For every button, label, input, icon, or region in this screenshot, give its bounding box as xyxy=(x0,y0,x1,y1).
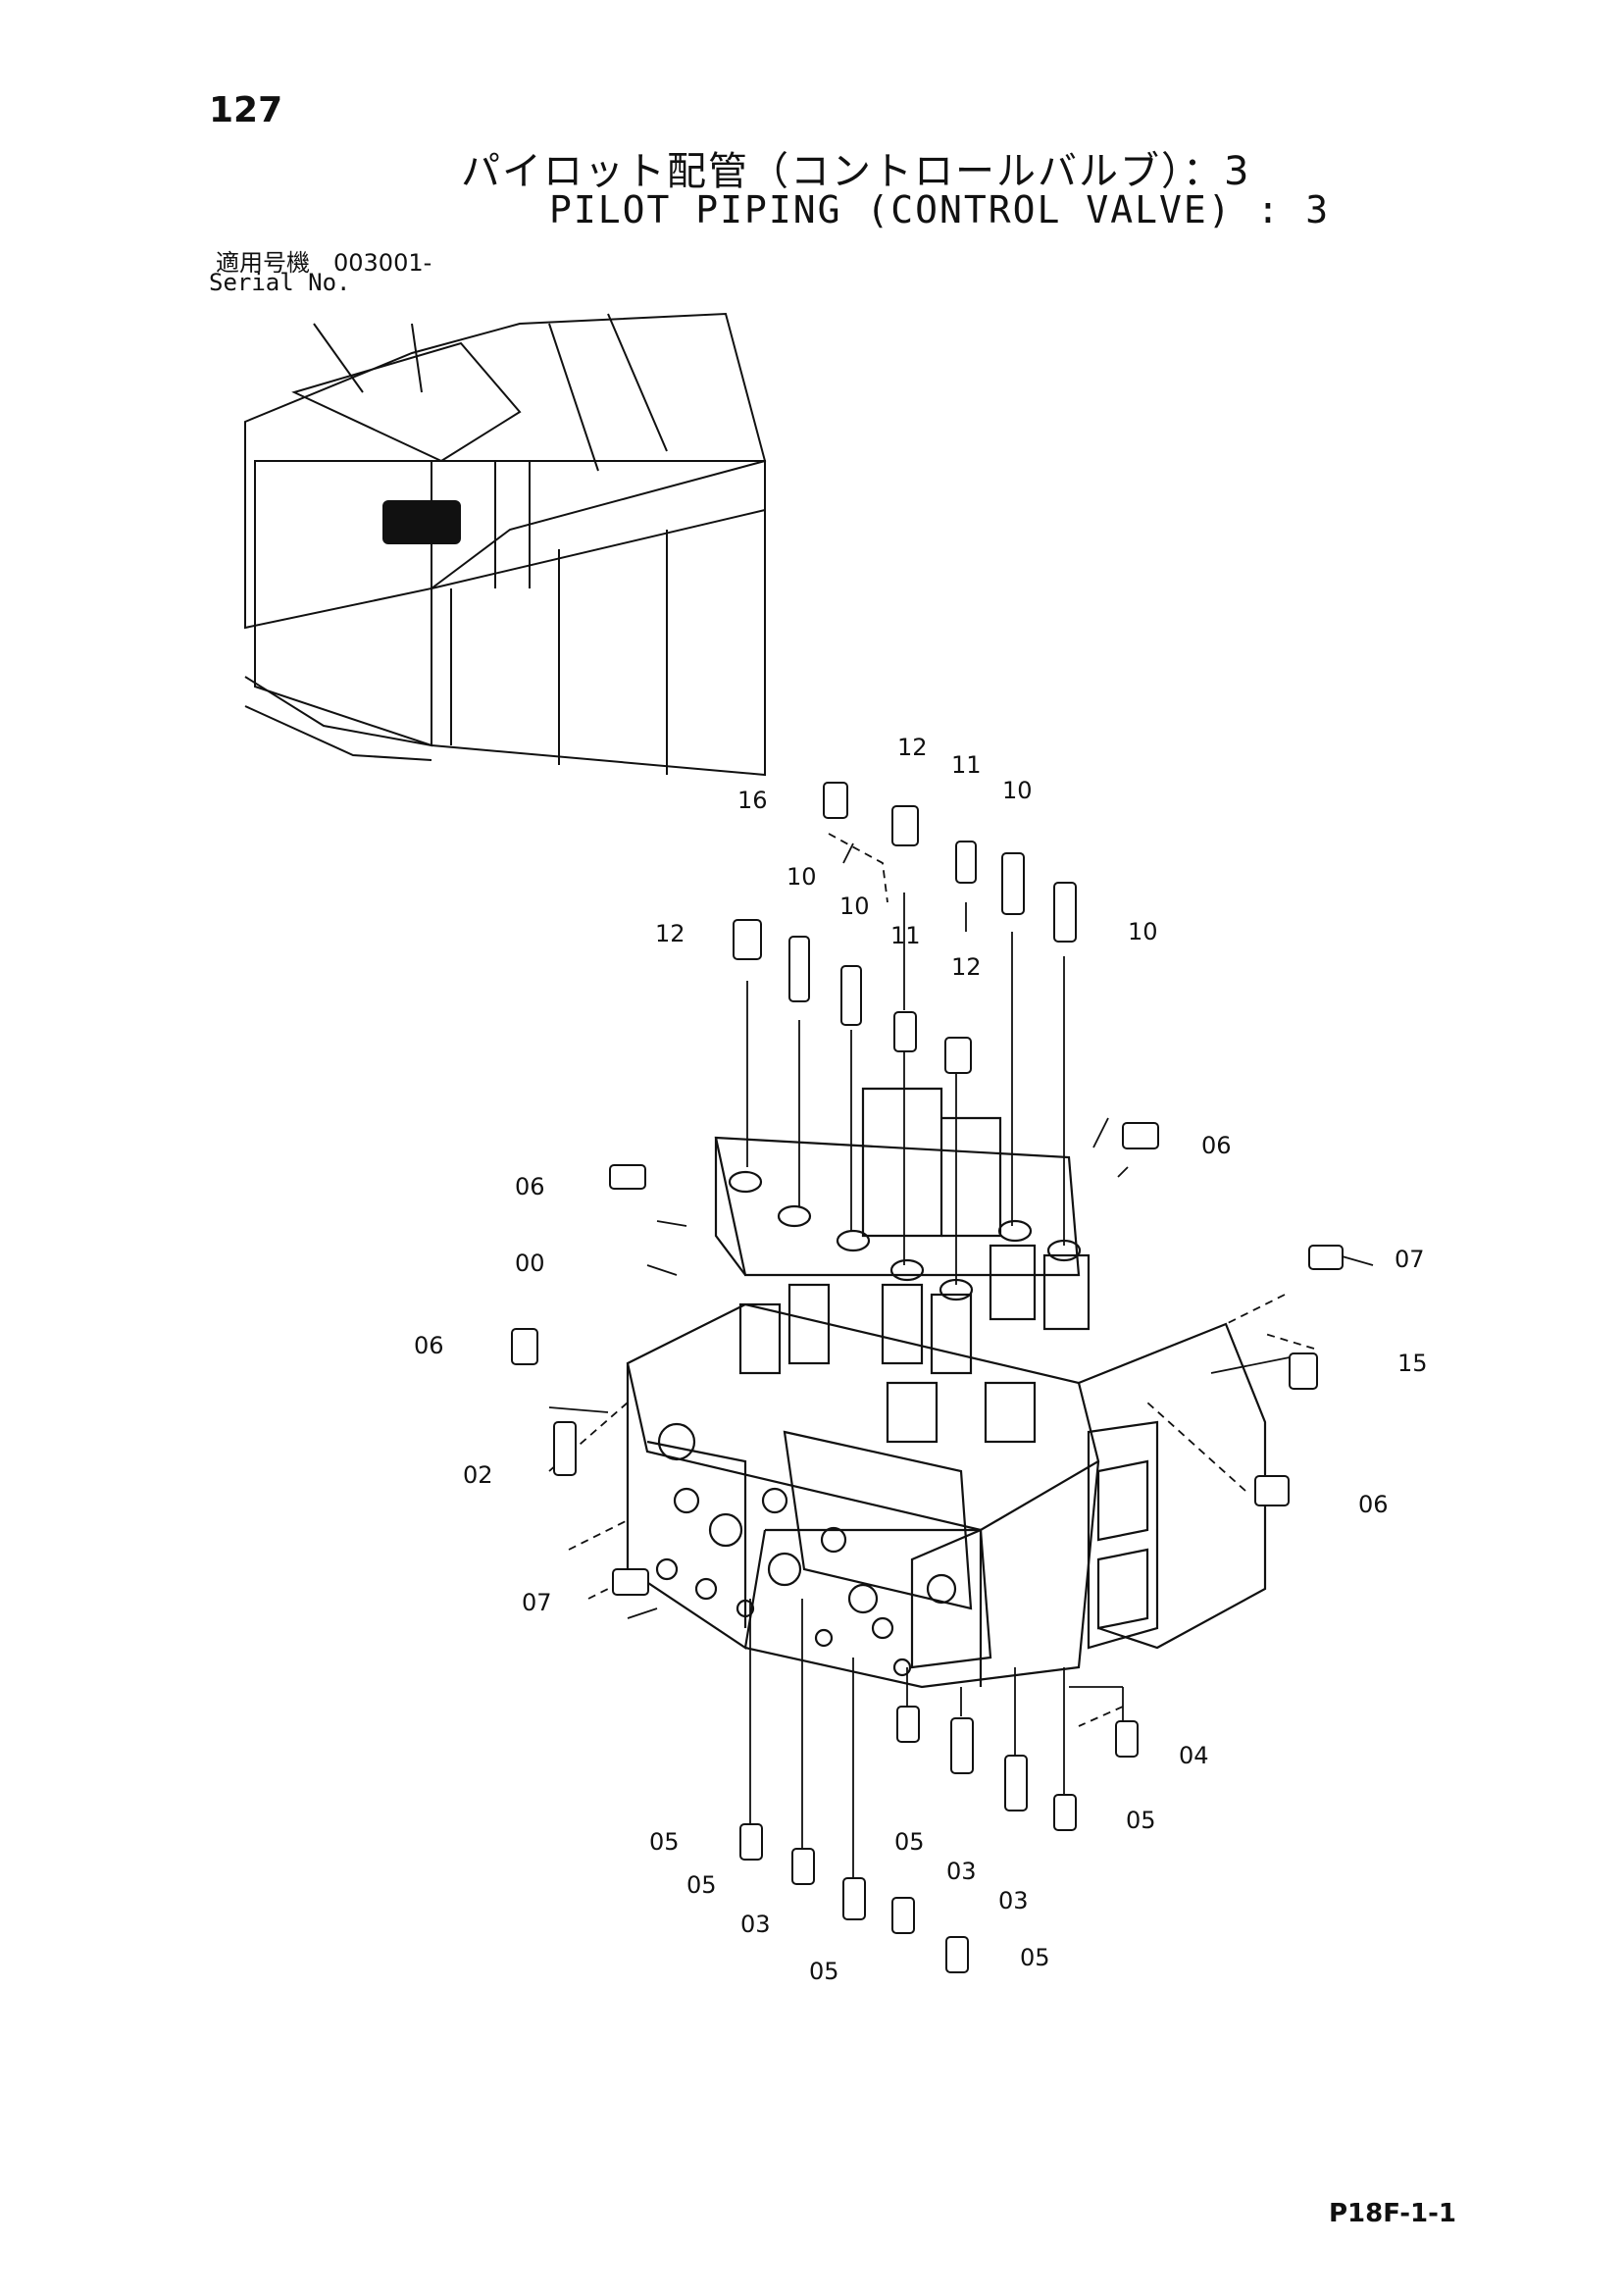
serial-label-english: Serial No. xyxy=(209,269,351,296)
callout-label: 11 xyxy=(951,751,982,779)
callout-label: 06 xyxy=(515,1173,545,1200)
machine-overview-illustration xyxy=(244,312,767,777)
callout-label: 16 xyxy=(737,787,768,814)
callout-label: 06 xyxy=(1201,1132,1232,1159)
callout-label: 03 xyxy=(998,1887,1029,1914)
callout-label: 10 xyxy=(839,893,870,920)
callout-label: 07 xyxy=(1395,1246,1425,1273)
callout-label: 03 xyxy=(740,1911,771,1938)
callout-label: 11 xyxy=(890,922,921,949)
callout-label: 05 xyxy=(1126,1807,1156,1834)
callout-label: 00 xyxy=(515,1250,545,1277)
callout-label: 10 xyxy=(787,863,817,891)
callout-label: 05 xyxy=(686,1871,717,1899)
pilot-block xyxy=(714,1087,1091,1444)
callout-labels: 16 12 11 10 12 10 10 11 10 12 06 06 00 0… xyxy=(414,734,1428,1985)
document-code: P18F-1-1 xyxy=(1329,2199,1456,2228)
title-japanese: パイロット配管（コントロールバルブ）：3 xyxy=(461,149,1251,194)
title-english: PILOT PIPING (CONTROL VALVE) : 3 xyxy=(549,188,1331,231)
callout-label: 07 xyxy=(522,1589,552,1616)
control-valve-body xyxy=(626,1302,1267,1689)
callout-label: 02 xyxy=(463,1461,493,1489)
page-number: 127 xyxy=(209,90,283,130)
fittings xyxy=(511,782,1344,1973)
callout-label: 03 xyxy=(946,1858,977,1885)
callout-label: 04 xyxy=(1179,1742,1209,1769)
callout-label: 15 xyxy=(1397,1350,1428,1377)
callout-label: 10 xyxy=(1002,777,1033,804)
callout-label: 12 xyxy=(951,953,982,981)
serial-label-japanese: 適用号機 003001- xyxy=(216,249,432,277)
control-valve-highlight-icon xyxy=(382,500,461,544)
callout-label: 06 xyxy=(1358,1491,1389,1518)
callout-label: 05 xyxy=(649,1828,680,1856)
callout-label: 10 xyxy=(1128,918,1158,945)
callout-label: 12 xyxy=(897,734,928,761)
callout-label: 05 xyxy=(809,1958,839,1985)
callout-label: 06 xyxy=(414,1332,444,1359)
callout-label: 05 xyxy=(894,1828,925,1856)
callout-label: 05 xyxy=(1020,1944,1050,1971)
leader-lines xyxy=(548,833,1374,1883)
callout-label: 12 xyxy=(655,920,685,947)
